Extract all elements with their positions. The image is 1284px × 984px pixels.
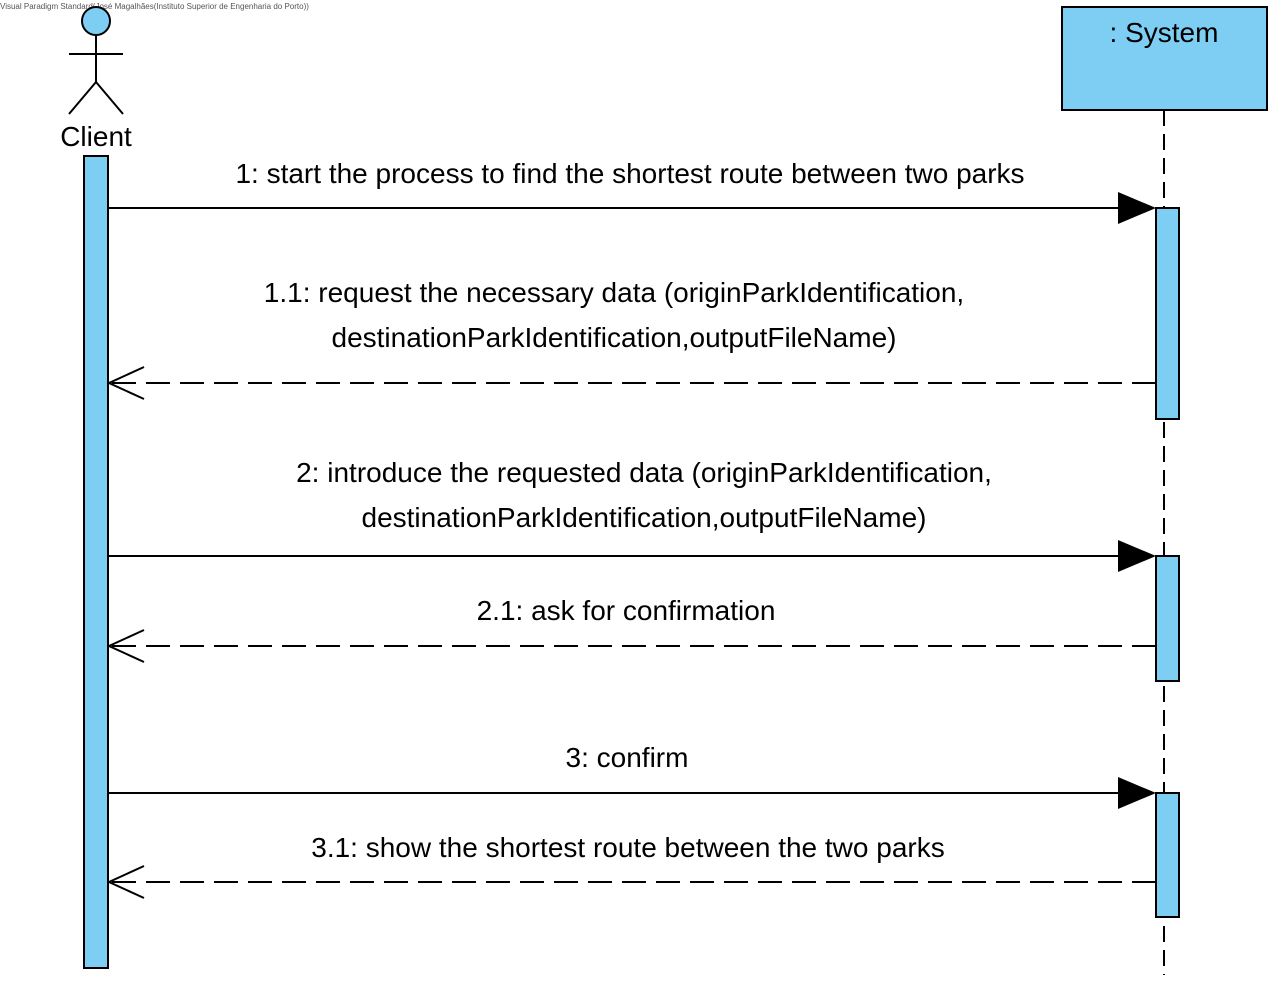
system-activation-bar-1: [1155, 207, 1180, 420]
watermark-text: Visual Paradigm Standard(José Magalhães(…: [0, 2, 309, 11]
system-activation-bar-2: [1155, 555, 1180, 682]
message-3-label: 3: confirm: [566, 742, 689, 773]
open-arrowhead-icon: [106, 366, 145, 400]
filled-arrowhead-icon: [1118, 777, 1156, 809]
actor-left-leg: [68, 81, 97, 115]
actor-name: Client: [60, 121, 132, 152]
message-2-1[interactable]: 2.1: ask for confirmation: [106, 595, 1156, 663]
open-arrowhead-icon: [106, 629, 145, 663]
message-3-1[interactable]: 3.1: show the shortest route between the…: [106, 832, 1156, 899]
filled-arrowhead-icon: [1118, 192, 1156, 224]
actor-head: [81, 6, 111, 36]
lifeline-system[interactable]: : System: [1061, 6, 1268, 111]
stick-figure-actor-icon: [68, 6, 124, 115]
message-1-1[interactable]: 1.1: request the necessary data (originP…: [106, 277, 1156, 400]
lifeline-name: : System: [1110, 17, 1219, 48]
lifeline-head-box: [1061, 6, 1268, 111]
actor-client[interactable]: Client: [60, 6, 132, 152]
message-2-1-label: 2.1: ask for confirmation: [477, 595, 776, 626]
message-3[interactable]: 3: confirm: [108, 742, 1156, 809]
message-3-1-label: 3.1: show the shortest route between the…: [311, 832, 944, 863]
client-activation-bar: [83, 155, 109, 969]
open-arrowhead-icon: [106, 865, 145, 899]
message-1-1-label-line-1: 1.1: request the necessary data (originP…: [264, 277, 964, 308]
message-2-label-line-1: 2: introduce the requested data (originP…: [296, 457, 992, 488]
message-2-label-line-2: destinationParkIdentification,outputFile…: [362, 502, 927, 533]
system-activation-bar-3: [1155, 792, 1180, 918]
filled-arrowhead-icon: [1118, 540, 1156, 572]
message-1[interactable]: 1: start the process to find the shortes…: [108, 158, 1156, 224]
message-1-1-label-line-2: destinationParkIdentification,outputFile…: [332, 322, 897, 353]
actor-right-leg: [95, 81, 124, 115]
message-2[interactable]: 2: introduce the requested data (originP…: [108, 457, 1156, 572]
message-1-label: 1: start the process to find the shortes…: [235, 158, 1024, 189]
